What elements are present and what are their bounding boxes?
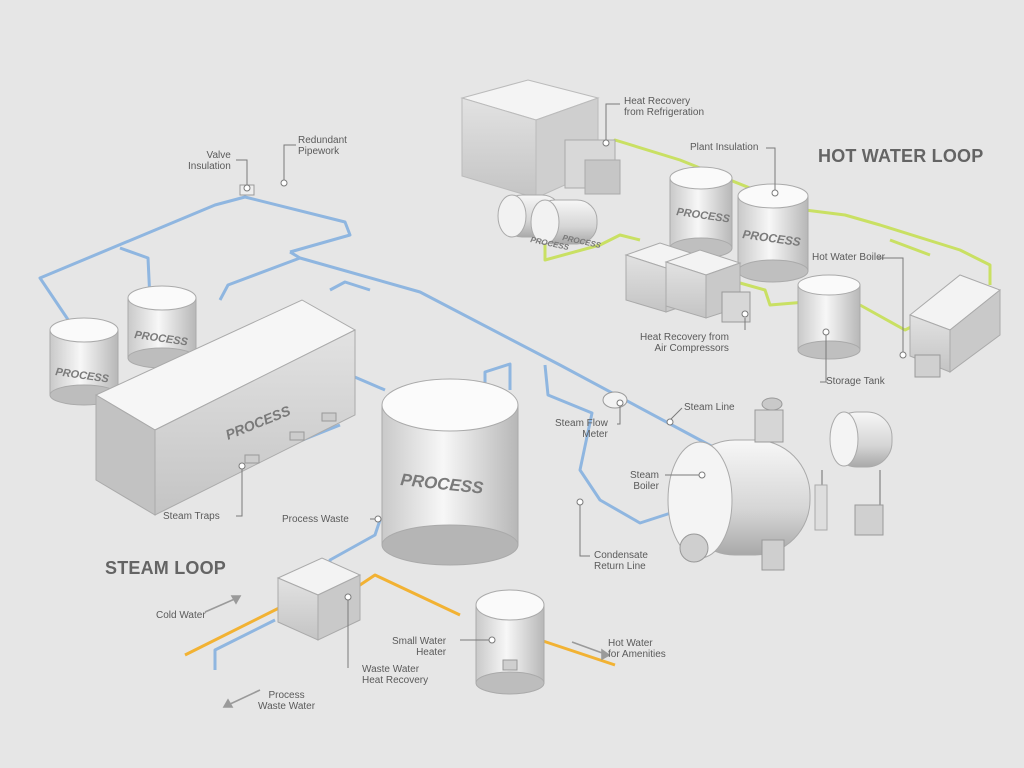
label-storage-tank: Storage Tank [826,376,885,387]
label-small-water-heater: Small Water Heater [392,636,447,658]
label-hot-water-amenities: Hot Water for Amenities [608,638,666,660]
label-steam-line: Steam Line [684,402,735,413]
steam-loop-heading: STEAM LOOP [105,558,227,578]
hot-water-boiler [909,274,1001,378]
label-heat-recovery-refrigeration: Heat Recovery from Refrigeration [624,96,705,118]
label-steam-traps: Steam Traps [163,511,220,522]
waste-water-heat-recovery-unit [276,557,362,641]
label-waste-water-heat-recovery: Waste Water Heat Recovery [362,664,429,686]
hot-water-loop-heading: HOT WATER LOOP [818,146,984,166]
label-steam-boiler: Steam Boiler [630,470,659,492]
steam-boiler [667,397,893,571]
label-redundant-pipework: Redundant Pipework [298,135,347,157]
label-valve-insulation: Valve Insulation [188,150,231,172]
central-process-tank: PROCESS [381,378,519,566]
storage-tank [797,274,861,360]
small-water-heater [475,589,545,695]
label-plant-insulation: Plant Insulation [690,142,759,153]
steam-process-box: PROCESS [94,299,357,516]
label-hot-water-boiler: Hot Water Boiler [812,252,885,263]
leader-lines [236,103,907,668]
label-condensate-return-line: Condensate Return Line [594,550,648,572]
label-heat-recovery-air-compressors: Heat Recovery from Air Compressors [640,332,729,354]
hot-water-horizontal-tanks: PROCESS PROCESS [497,194,602,252]
refrigeration-unit [460,79,621,199]
label-steam-flow-meter: Steam Flow Meter [555,418,608,440]
label-process-waste: Process Waste [282,514,349,525]
label-process-waste-water: Process Waste Water [258,690,316,712]
label-cold-water: Cold Water [156,610,206,621]
steam-flow-meter [602,391,628,409]
flow-arrows [204,595,611,708]
air-compressors [624,242,751,323]
